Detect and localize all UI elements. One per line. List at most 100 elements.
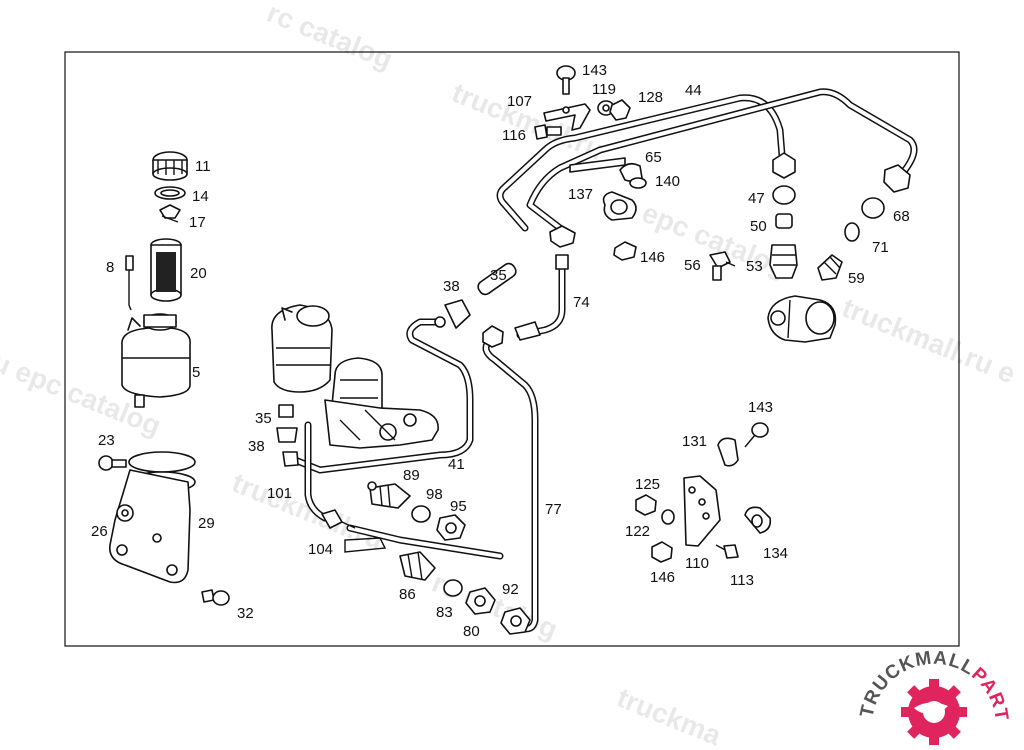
- fitting-74-end: [514, 254, 569, 341]
- callout-11: 11: [195, 158, 211, 175]
- callout-146-top: 146: [640, 249, 665, 266]
- callout-68: 68: [893, 208, 910, 225]
- pipe-network: [286, 88, 918, 633]
- pipe-101-end: [321, 509, 356, 529]
- nut-47: [772, 152, 796, 205]
- clamp-bracket-assembly: [98, 451, 196, 584]
- callout-65: 65: [645, 149, 662, 166]
- callout-77: 77: [545, 501, 562, 518]
- callout-17: 17: [189, 214, 206, 231]
- callout-140: 140: [655, 173, 680, 190]
- callout-143-lower: 143: [748, 399, 773, 416]
- seal-ring: [154, 186, 186, 200]
- callout-89: 89: [403, 467, 420, 484]
- bolt-23: [98, 455, 127, 471]
- bolt-32: [201, 589, 230, 606]
- bracket-104: [344, 537, 387, 553]
- union-53: [769, 244, 798, 279]
- callout-122: 122: [625, 523, 650, 540]
- bolt-143-top: [556, 65, 576, 95]
- callout-110: 110: [685, 555, 709, 572]
- callout-86: 86: [399, 586, 416, 603]
- callout-26: 26: [91, 523, 108, 540]
- gear-icon: [901, 679, 967, 745]
- watermark-truckmall-bottom: truckma: [613, 682, 726, 750]
- callout-134: 134: [763, 545, 788, 562]
- callout-59: 59: [848, 270, 865, 287]
- callout-32: 32: [237, 605, 254, 622]
- callout-113: 113: [730, 572, 754, 589]
- clip-131: [717, 437, 739, 467]
- callout-71: 71: [872, 239, 889, 256]
- nut-128: [609, 99, 631, 121]
- callout-47: 47: [748, 190, 765, 207]
- callout-74: 74: [573, 294, 590, 311]
- callout-92: 92: [502, 581, 519, 598]
- callout-29: 29: [198, 515, 215, 532]
- hose-fittings-35-38: [276, 299, 471, 467]
- callout-101: 101: [267, 485, 292, 502]
- callout-128: 128: [638, 89, 663, 106]
- union-89: [367, 481, 411, 509]
- callout-8: 8: [106, 259, 114, 276]
- callout-95: 95: [450, 498, 467, 515]
- hose-35-upper: [477, 262, 517, 296]
- callout-98: 98: [426, 486, 443, 503]
- spring-clip: [159, 204, 181, 223]
- callout-38-mid: 38: [248, 438, 265, 455]
- callout-35-mid: 35: [255, 410, 272, 427]
- callout-131: 131: [682, 433, 707, 450]
- callout-143-top: 143: [582, 62, 607, 79]
- watermark-catalog-top: rc catalog: [263, 0, 397, 75]
- bolt-113: [715, 544, 739, 559]
- callout-41: 41: [448, 456, 465, 473]
- seal-50: [775, 213, 793, 229]
- callout-83: 83: [436, 604, 453, 621]
- nut-125: [635, 494, 657, 516]
- nut-92: [465, 587, 496, 615]
- callout-20: 20: [190, 265, 207, 282]
- bracket-107: [543, 103, 591, 131]
- callout-119: 119: [592, 81, 616, 98]
- nut-80: [500, 607, 531, 635]
- filter-element: [150, 238, 182, 302]
- callout-146-lower: 146: [650, 569, 675, 586]
- reservoir-pump-unit: [271, 304, 333, 393]
- callout-116: 116: [502, 127, 526, 144]
- fitting-56: [709, 251, 736, 281]
- callout-14: 14: [192, 188, 209, 205]
- steering-pump: [324, 357, 439, 449]
- nut-95: [436, 514, 466, 541]
- nut-pipe-44-end: [549, 225, 576, 248]
- fittings-top: [482, 65, 911, 348]
- seal-83: [443, 579, 463, 597]
- callout-50: 50: [750, 218, 767, 235]
- nut-77-top: [482, 325, 504, 348]
- reservoir: [121, 313, 191, 408]
- callout-5: 5: [192, 364, 200, 381]
- clamp-134: [744, 506, 772, 534]
- seal-71: [844, 222, 860, 242]
- washer-122: [661, 509, 675, 525]
- fittings-middle: [321, 481, 531, 635]
- callout-56: 56: [684, 257, 701, 274]
- callout-35-top: 35: [490, 267, 507, 284]
- callout-44: 44: [685, 82, 702, 99]
- diagram-border: [64, 51, 960, 647]
- union-59: [817, 254, 843, 281]
- filler-cap: [152, 151, 188, 181]
- nut-146-top: [613, 241, 637, 261]
- union-86: [399, 551, 436, 581]
- callout-137: 137: [568, 186, 593, 203]
- nut-146-lower: [651, 541, 673, 563]
- callout-107: 107: [507, 93, 532, 110]
- bolt-116: [534, 124, 562, 140]
- callout-80: 80: [463, 623, 480, 640]
- watermark-truckmall-right: truckmall.ru e: [838, 292, 1020, 390]
- callout-53: 53: [746, 258, 763, 275]
- pump-group: [271, 299, 471, 467]
- bolt-143-lower: [744, 422, 769, 448]
- clip-65-140: [619, 162, 647, 189]
- callout-labels: 143 119 107 128 44 116 65 140 137 47 50 …: [91, 62, 910, 640]
